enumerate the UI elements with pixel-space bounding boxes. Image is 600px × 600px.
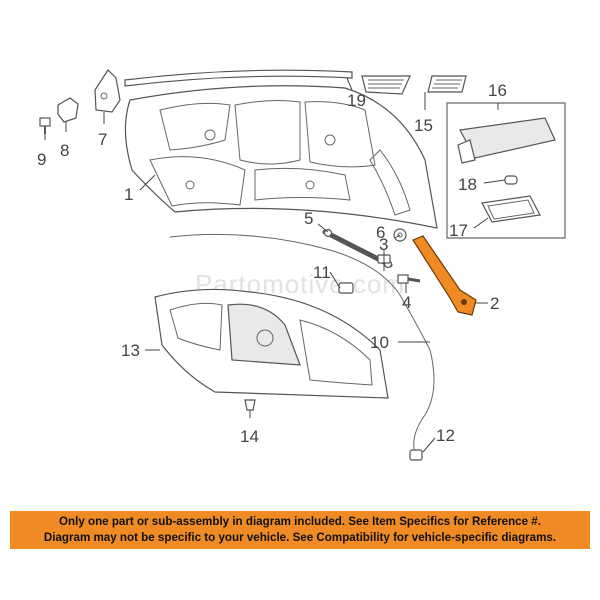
callout-15: 15 (414, 116, 433, 135)
disclaimer-banner: Only one part or sub-assembly in diagram… (10, 511, 590, 549)
part-2-hinge (412, 235, 477, 316)
callout-18: 18 (458, 175, 477, 194)
disclaimer-line-2: Diagram may not be specific to your vehi… (43, 531, 557, 544)
part-1-hood (124, 85, 438, 229)
part-4-bolt (397, 274, 421, 284)
callout-12: 12 (436, 426, 455, 445)
part-16-box (446, 102, 566, 239)
callout-10: 10 (370, 333, 389, 352)
callout-13: 13 (121, 341, 140, 360)
leader-lines (44, 77, 506, 453)
part-15-vent-left (361, 75, 411, 95)
part-10-release-cable (169, 233, 435, 461)
callout-2: 2 (490, 294, 499, 313)
callout-4: 4 (402, 293, 411, 312)
part-19-seal (124, 69, 353, 87)
callout-6: 6 (376, 223, 385, 242)
disclaimer-line-1: Only one part or sub-assembly in diagram… (59, 515, 541, 528)
part-15-vent-right (427, 75, 467, 93)
callout-16: 16 (488, 81, 507, 100)
part-18-bulb (504, 175, 518, 185)
callout-9: 9 (37, 150, 46, 169)
callout-7: 7 (98, 130, 107, 149)
callout-19: 19 (347, 91, 366, 110)
callout-14: 14 (240, 427, 259, 446)
callout-3: 3 (379, 235, 388, 254)
callout-8: 8 (60, 141, 69, 160)
callout-5: 5 (304, 209, 313, 228)
part-9-screw (39, 117, 51, 134)
callout-11: 11 (313, 263, 331, 282)
part-8-bumper (57, 97, 79, 123)
part-17-lens (481, 195, 541, 223)
part-13-insulator (154, 288, 389, 399)
callout-17: 17 (449, 221, 468, 240)
part-11-clip (338, 282, 354, 294)
callout-1: 1 (124, 185, 133, 204)
part-7-bracket (94, 69, 121, 113)
